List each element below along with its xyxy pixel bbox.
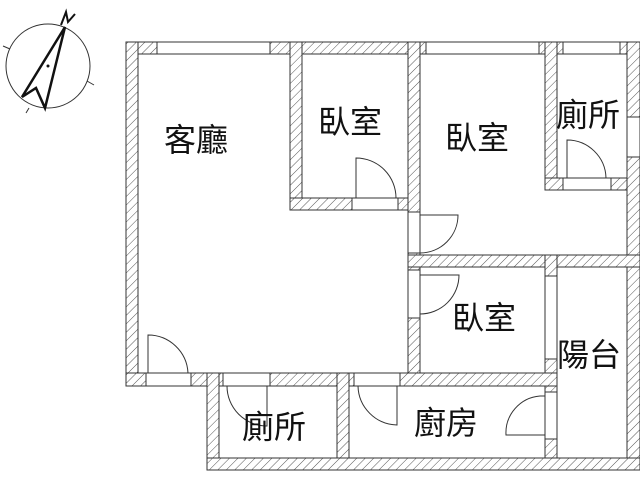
doors (147, 139, 607, 436)
north-label (60, 8, 76, 26)
room-label-toilet-1: 廁所 (556, 96, 621, 134)
room-label-bedroom-3: 臥室 (452, 299, 517, 337)
room-label-bedroom-1: 臥室 (318, 103, 383, 141)
room-label-bedroom-2: 臥室 (445, 119, 510, 157)
room-label-toilet-2: 廁所 (242, 408, 307, 446)
openings (145, 41, 640, 440)
room-label-living-room: 客廳 (164, 121, 229, 159)
room-label-kitchen: 廚房 (414, 404, 479, 442)
room-label-balcony: 陽台 (557, 336, 622, 374)
compass-icon (2, 8, 95, 114)
